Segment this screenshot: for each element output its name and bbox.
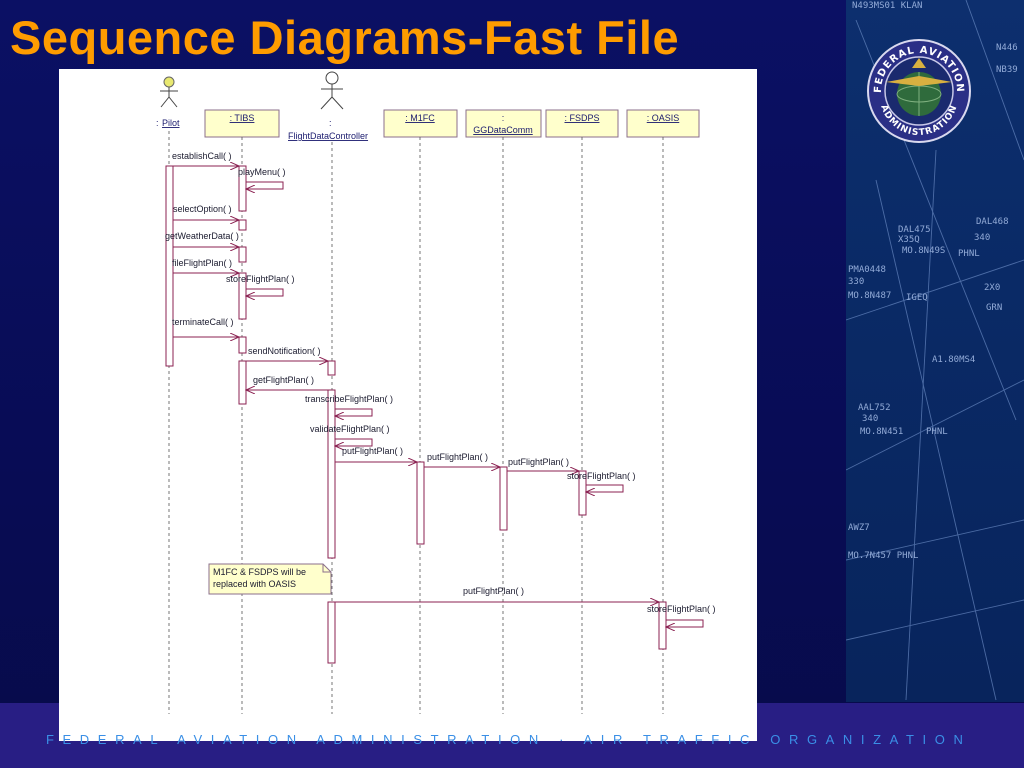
radar-label: MO.8N49S bbox=[902, 246, 945, 256]
radar-label: 340 bbox=[862, 414, 878, 424]
note-replacement: M1FC & FSDPS will be replaced with OASIS bbox=[209, 564, 331, 594]
note-line-2: replaced with OASIS bbox=[213, 579, 296, 589]
faa-seal-logo: FEDERAL AVIATION ADMINISTRATION bbox=[866, 38, 972, 144]
activation-fdc-3 bbox=[328, 602, 335, 663]
radar-label: IGEQ bbox=[906, 293, 928, 303]
radar-label: N493MS01 KLAN bbox=[852, 1, 922, 11]
object-m1fc-label: : M1FC bbox=[405, 113, 435, 123]
object-ggdc-label: GGDataComm bbox=[473, 125, 533, 135]
radar-label: GRN bbox=[986, 303, 1002, 313]
message-arrows bbox=[173, 166, 703, 627]
msg-establish-call: establishCall( ) bbox=[172, 151, 232, 161]
radar-label: PHNL bbox=[926, 427, 948, 437]
actor-pilot bbox=[160, 77, 178, 107]
object-ggdatacomm: : GGDataComm bbox=[466, 110, 541, 137]
msg-terminate-call: terminateCall( ) bbox=[172, 317, 234, 327]
msg-send-notification: sendNotification( ) bbox=[248, 346, 321, 356]
radar-label: X35Q bbox=[898, 235, 920, 245]
msg-play-menu: playMenu( ) bbox=[238, 167, 286, 177]
arrow-validate-flight-plan bbox=[335, 439, 372, 446]
radar-label: PHNL bbox=[958, 249, 980, 259]
fdc-prefix: : bbox=[329, 118, 332, 128]
activation-fdc-2 bbox=[328, 390, 335, 558]
radar-label: MO.8N451 bbox=[860, 427, 903, 437]
activation-tibs-2 bbox=[239, 220, 246, 230]
object-oasis: : OASIS bbox=[627, 110, 699, 137]
object-ggdc-prefix: : bbox=[502, 113, 505, 123]
radar-label: A1.80MS4 bbox=[932, 355, 975, 365]
arrow-play-menu bbox=[246, 182, 283, 189]
footer-text: FEDERAL AVIATION ADMINISTRATION · AIR TR… bbox=[46, 732, 971, 747]
lifelines bbox=[169, 131, 663, 714]
object-m1fc: : M1FC bbox=[384, 110, 457, 137]
actor-flight-data-controller bbox=[321, 72, 343, 109]
object-fsdps-label: : FSDPS bbox=[564, 113, 599, 123]
radar-label: DAL475 bbox=[898, 225, 931, 235]
activation-ggdatacomm bbox=[500, 467, 507, 530]
slide-title: Sequence Diagrams-Fast File bbox=[10, 6, 679, 70]
object-tibs: : TIBS bbox=[205, 110, 279, 137]
arrow-store-flight-plan-fsdps bbox=[586, 485, 623, 492]
arrow-store-flight-plan-oasis bbox=[666, 620, 703, 627]
msg-file-flight-plan: fileFlightPlan( ) bbox=[172, 258, 232, 268]
actor-pilot-label: Pilot bbox=[162, 118, 180, 128]
msg-put-flight-plan-4: putFlightPlan( ) bbox=[463, 586, 524, 596]
sequence-diagram: : Pilot : FlightDataController : TIBS : … bbox=[59, 69, 757, 741]
sequence-diagram-panel: : Pilot : FlightDataController : TIBS : … bbox=[59, 69, 757, 741]
activation-tibs-3 bbox=[239, 247, 246, 262]
msg-validate-flight-plan: validateFlightPlan( ) bbox=[310, 424, 390, 434]
radar-label: 2X0 bbox=[984, 283, 1000, 293]
msg-get-weather-data: getWeatherData( ) bbox=[165, 231, 239, 241]
radar-label: AWZ7 bbox=[848, 523, 870, 533]
arrow-store-flight-plan-tibs bbox=[246, 289, 283, 296]
activation-m1fc bbox=[417, 462, 424, 544]
radar-label: PMA0448 bbox=[848, 265, 886, 275]
msg-put-flight-plan-3: putFlightPlan( ) bbox=[508, 457, 569, 467]
note-line-1: M1FC & FSDPS will be bbox=[213, 567, 306, 577]
msg-store-flight-plan-1: storeFlightPlan( ) bbox=[226, 274, 295, 284]
radar-label: MO.7N457 PHNL bbox=[848, 551, 918, 561]
radar-label: DAL468 bbox=[976, 217, 1009, 227]
radar-label: NB39 bbox=[996, 65, 1018, 75]
msg-select-option: selectOption( ) bbox=[173, 204, 232, 214]
msg-put-flight-plan-2: putFlightPlan( ) bbox=[427, 452, 488, 462]
activation-tibs-5 bbox=[239, 337, 246, 353]
object-tibs-label: : TIBS bbox=[230, 113, 255, 123]
activation-fdc-1 bbox=[328, 361, 335, 375]
arrow-transcribe-flight-plan bbox=[335, 409, 372, 416]
object-fsdps: : FSDPS bbox=[546, 110, 618, 137]
msg-get-flight-plan: getFlightPlan( ) bbox=[253, 375, 314, 385]
message-labels: establishCall( ) playMenu( ) selectOptio… bbox=[165, 151, 716, 614]
msg-store-flight-plan-2: storeFlightPlan( ) bbox=[567, 471, 636, 481]
actor-fdc-label: FlightDataController bbox=[288, 131, 368, 141]
msg-transcribe-flight-plan: transcribeFlightPlan( ) bbox=[305, 394, 393, 404]
radar-label: AAL752 bbox=[858, 403, 891, 413]
msg-store-flight-plan-3: storeFlightPlan( ) bbox=[647, 604, 716, 614]
object-oasis-label: : OASIS bbox=[647, 113, 680, 123]
msg-put-flight-plan-1: putFlightPlan( ) bbox=[342, 446, 403, 456]
radar-label: 330 bbox=[848, 277, 864, 287]
activation-tibs-6 bbox=[239, 361, 246, 404]
radar-label: MO.8N487 bbox=[848, 291, 891, 301]
radar-label: N446 bbox=[996, 43, 1018, 53]
radar-label: 340 bbox=[974, 233, 990, 243]
pilot-prefix: : bbox=[156, 118, 159, 128]
